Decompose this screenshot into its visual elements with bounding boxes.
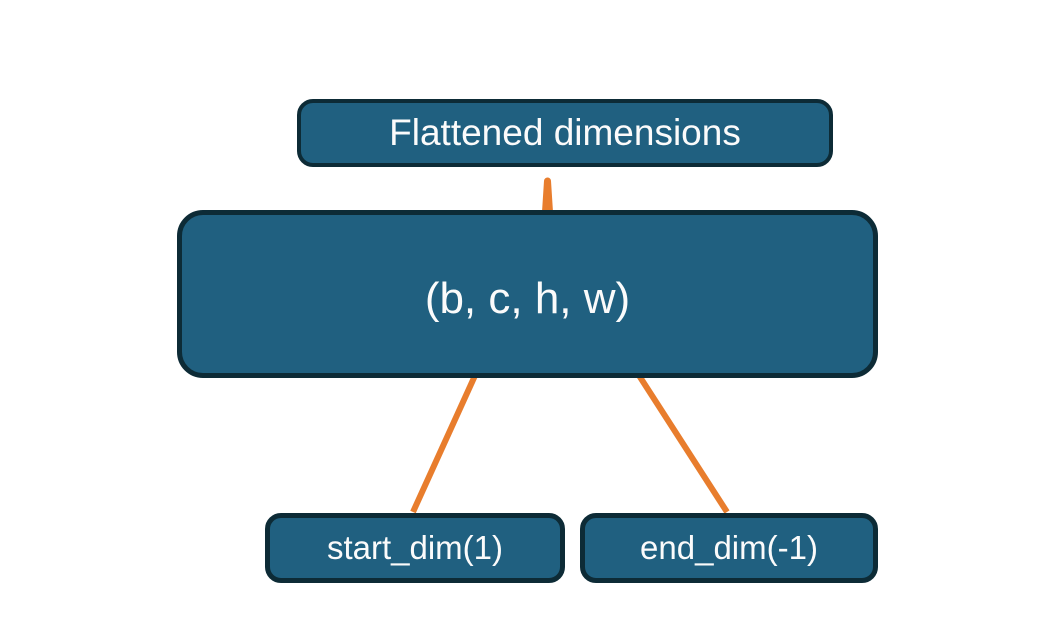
end-dim-label: end_dim(-1) [640, 529, 818, 566]
tensor-shape-box: (b, c, h, w) [177, 210, 878, 378]
start-dim-box: start_dim(1) [265, 513, 565, 583]
tensor-shape-label: (b, c, h, w) [424, 274, 631, 323]
flattened-dimensions-box: Flattened dimensions [297, 99, 833, 167]
flattened-dimensions-label: Flattened dimensions [389, 112, 741, 153]
end-dim-box: end_dim(-1) [580, 513, 878, 583]
start-dim-label: start_dim(1) [326, 529, 504, 566]
